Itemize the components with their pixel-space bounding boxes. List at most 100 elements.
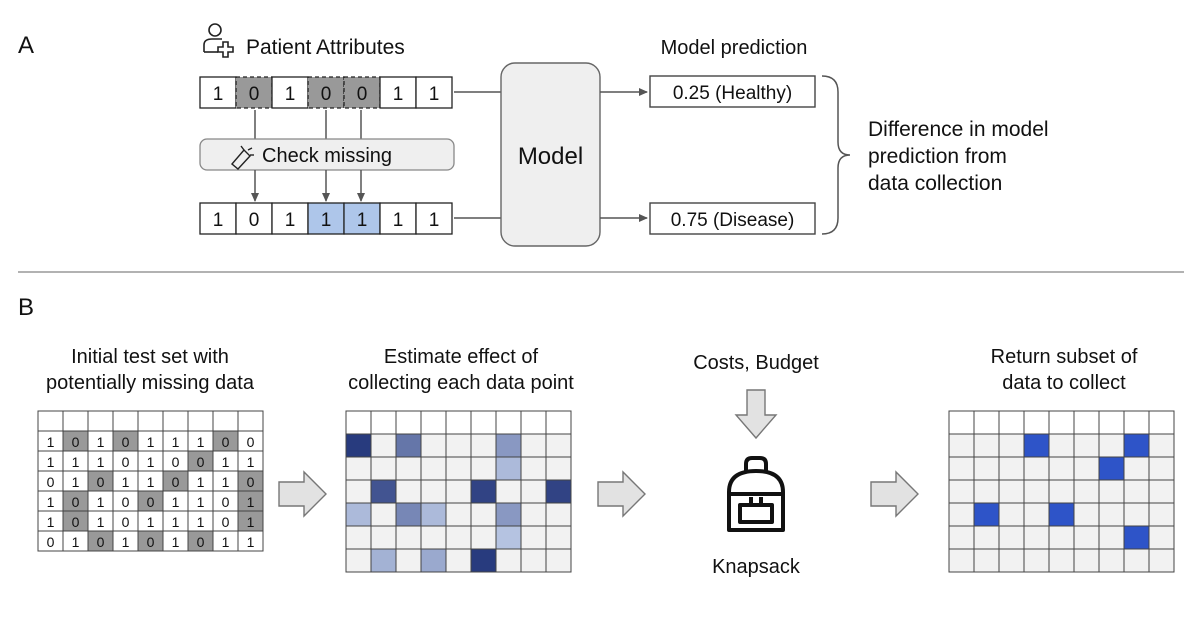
grid-cell-value: 1 [222,474,230,490]
grid-header-cell [370,410,397,435]
grid-cell [470,548,497,573]
grid-cell-value: 1 [147,454,155,470]
grid-cell [1023,502,1050,527]
grid-cell [395,548,422,573]
grid-cell [545,502,572,527]
attribute-value: 1 [393,210,404,231]
grid-cell [998,479,1025,504]
grid-cell [1148,525,1175,550]
grid-cell [1148,456,1175,481]
grid-cell-value: 0 [222,494,230,510]
grid-cell [1048,479,1075,504]
attribute-value: 0 [249,210,260,231]
grid-cell [445,433,472,458]
difference-line-3: data collection [868,172,1002,195]
grid-cell [445,548,472,573]
grid-cell [973,456,1000,481]
effect-estimate-grid [345,410,572,573]
grid-cell [520,502,547,527]
difference-line-1: Difference in model [868,118,1049,141]
grid-cell [1098,433,1125,458]
step1-title-line-1: Initial test set with [71,346,229,368]
grid-cell-value: 1 [197,434,205,450]
attribute-cell [271,202,309,235]
difference-brace [821,75,851,235]
check-missing-box [199,138,455,171]
grid-cell-value: 1 [72,534,80,550]
grid-cell-value: 1 [122,534,130,550]
patient-attributes-title: Patient Attributes [246,36,405,59]
grid-cell [1098,456,1125,481]
grid-cell [1123,525,1150,550]
grid-cell-value: 1 [147,514,155,530]
grid-cell [470,502,497,527]
grid-cell-value: 0 [172,454,180,470]
grid-cell-value: 1 [247,514,255,530]
attribute-cell [307,76,345,109]
grid-cell [1123,456,1150,481]
grid-cell [1098,479,1125,504]
grid-cell-value: 0 [247,474,255,490]
grid-cell-value: 1 [122,474,130,490]
grid-cell [420,548,447,573]
right-arrow-icon [870,470,919,518]
grid-cell [1023,525,1050,550]
grid-cell [370,479,397,504]
grid-cell [345,433,372,458]
grid-cell-value: 0 [72,434,80,450]
grid-cell-value: 1 [72,454,80,470]
missing-connectors [254,110,362,140]
grid-cell [470,433,497,458]
grid-cell [370,433,397,458]
grid-cell-value: 0 [97,534,105,550]
grid-cell [1123,479,1150,504]
grid-cell-value: 0 [197,454,205,470]
grid-cell [370,502,397,527]
grid-cell [1073,548,1100,573]
grid-cell [345,525,372,550]
grid-cell-value: 0 [197,534,205,550]
grid-cell-value: 0 [172,474,180,490]
grid-cell-value: 0 [122,454,130,470]
grid-cell [445,479,472,504]
grid-cell [395,525,422,550]
grid-cell [545,479,572,504]
grid-cell-value: 1 [197,514,205,530]
grid-cell [495,456,522,481]
grid-header-cell [998,410,1025,435]
grid-header-cell [1048,410,1075,435]
grid-cell-value: 1 [97,514,105,530]
grid-header-cell [420,410,447,435]
grid-cell [973,502,1000,527]
grid-cell [445,525,472,550]
grid-cell [1023,479,1050,504]
grid-cell [237,530,264,552]
grid-cell [1073,479,1100,504]
grid-cell-value: 1 [47,514,55,530]
step2-title-line-1: Estimate effect of [384,346,539,368]
grid-cell-value: 1 [197,494,205,510]
grid-cell [1098,502,1125,527]
grid-header-cell [37,410,64,432]
attribute-cell [307,202,345,235]
grid-cell [495,433,522,458]
step4-title-line-1: Return subset of [991,346,1138,368]
model-label: Model [518,143,583,170]
model-input-connectors [454,91,501,219]
grid-cell-value: 0 [47,474,55,490]
grid-header-cell [162,410,189,432]
grid-header-cell [973,410,1000,435]
step2-title-line-2: collecting each data point [348,372,574,394]
grid-cell [420,456,447,481]
grid-cell [973,525,1000,550]
grid-cell-value: 1 [222,534,230,550]
grid-header-cell [1098,410,1125,435]
grid-cell [1148,479,1175,504]
grid-cell-value: 0 [97,474,105,490]
grid-cell [1148,548,1175,573]
attribute-cell [271,76,309,109]
grid-header-cell [1148,410,1175,435]
grid-cell [470,479,497,504]
